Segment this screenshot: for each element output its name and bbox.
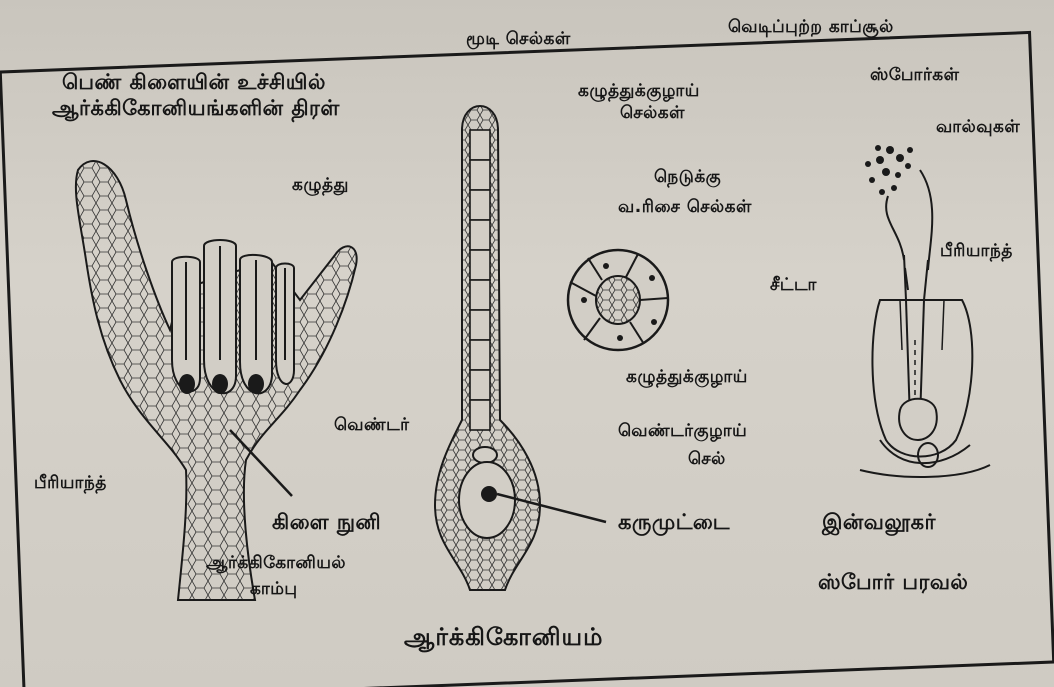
label-vertical-row-line1: நெடுக்கு [654, 168, 721, 188]
figure-title: ஆர்க்கிகோனியம் [404, 624, 603, 652]
label-spore-dispersal: ஸ்போர் பரவல் [818, 570, 968, 594]
neck-canal-cells [470, 130, 490, 430]
label-branch-tip: கிளை நுனி [272, 510, 381, 534]
label-seta: சீட்டா [770, 276, 817, 296]
label-involucre: இன்வலூகர் [822, 510, 936, 534]
spore-cluster [865, 145, 913, 195]
label-archegonial-stalk-line2: காம்பு [250, 580, 298, 600]
label-perianth-left: பீரியாந்த் [34, 474, 107, 494]
sporophyte-drawing [860, 145, 990, 477]
label-neck-canal-cells-line2: செல்கள் [620, 104, 685, 124]
neck-cross-section [568, 250, 668, 350]
egg-nucleus [481, 486, 497, 502]
archegonia-cluster-drawing [76, 161, 357, 600]
label-archegonial-stalk-line1: ஆர்க்கிகோனியல் [206, 554, 346, 574]
label-vertical-row-line2: வ.ரிசை செல்கள் [618, 198, 752, 218]
label-egg: கருமுட்டை [618, 510, 730, 534]
label-venter-canal-line1: வெண்டர்குழாய் [618, 422, 747, 442]
label-perianth-right: பீரியாந்த் [940, 242, 1013, 262]
single-archegonium-drawing [435, 106, 606, 590]
label-valves: வால்வுகள் [936, 118, 1020, 138]
label-venter-canal-line2: செல் [688, 450, 726, 470]
label-cluster-heading-line1: பெண் கிளையின் உச்சியில் [62, 70, 326, 94]
label-dehisced-capsule: வெடிப்புற்ற காப்சூல் [728, 18, 894, 38]
label-neck: கழுத்து [292, 176, 349, 196]
foot [899, 399, 937, 440]
involucre-outline [860, 440, 990, 477]
venter-eggs [179, 374, 264, 394]
label-neck-canal: கழுத்துக்குழாய் [626, 368, 748, 388]
label-cluster-heading-line2: ஆர்க்கிகோனியங்களின் திரள் [52, 96, 340, 120]
label-neck-canal-cells-line1: கழுத்துக்குழாய் [578, 82, 700, 102]
label-spores: ஸ்போர்கள் [870, 66, 959, 86]
label-cover-cells: மூடி செல்கள் [466, 30, 571, 50]
venter-canal-cell [473, 447, 497, 463]
label-venter: வெண்டர் [334, 416, 410, 436]
